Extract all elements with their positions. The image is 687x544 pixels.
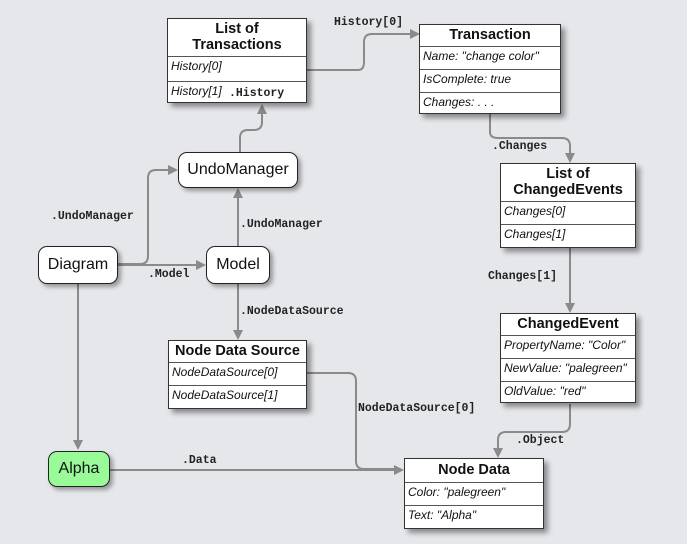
label-changes: .Changes [492,140,548,153]
table-row: Changes: . . . [423,95,495,109]
node-data-table[interactable]: Node Data Color: "palegreen" Text: "Alph… [404,458,544,529]
undo-manager-node[interactable]: UndoManager [178,152,298,188]
arrowhead-transaction [410,29,420,39]
table-row: Text: "Alpha" [408,508,477,522]
table-row: NodeDataSource[0] [169,363,306,386]
arrowhead-node-data-left [394,465,404,475]
arrowhead-changed-event [565,303,575,313]
label-model-undo-manager: .UndoManager [240,218,323,231]
arrowhead-list-transactions [257,104,267,114]
table-row: Color: "palegreen" [405,483,543,506]
table-title: Transaction [420,25,560,47]
model-node[interactable]: Model [206,246,270,284]
label-changes1: Changes[1] [488,270,558,283]
label-history0: History[0] [334,16,404,29]
arrowhead-undo-manager-bottom [233,188,243,198]
table-title: ChangedEvent [501,314,635,336]
link-history [239,112,263,152]
diagram-node[interactable]: Diagram [38,246,118,284]
list-of-transactions-table[interactable]: List of Transactions History[0] History[… [167,18,307,103]
arrowhead-model [196,260,206,270]
table-row: Changes[0] [501,202,635,225]
table-title: List of Transactions [168,19,306,57]
link-diagram-undo [118,169,170,265]
table-row: Name: "change color" [420,47,560,70]
table-title: Node Data Source [169,341,306,363]
link-history0 [306,33,412,71]
label-diagram-undo-manager: .UndoManager [51,210,134,223]
table-row: NodeDataSource[1] [172,388,278,402]
table-title: Node Data [405,459,543,483]
label-object: .Object [516,434,565,447]
arrowhead-node-data-source [233,330,243,340]
link-object [497,404,571,450]
link-node-data-source0 [306,372,396,470]
alpha-node[interactable]: Alpha [48,451,110,487]
node-data-source-table[interactable]: Node Data Source NodeDataSource[0] NodeD… [168,340,307,409]
label-history: .History [229,87,285,100]
transaction-table[interactable]: Transaction Name: "change color" IsCompl… [419,24,561,114]
table-title: List of ChangedEvents [501,164,635,202]
table-row: History[0] [168,57,306,82]
arrowhead-list-changed-events [565,153,575,163]
changed-event-table[interactable]: ChangedEvent PropertyName: "Color" NewVa… [500,313,636,403]
arrowhead-alpha [73,440,83,450]
link-changes [489,112,571,156]
list-of-changed-events-table[interactable]: List of ChangedEvents Changes[0] Changes… [500,163,636,248]
label-node-data-source0: NodeDataSource[0] [358,402,476,415]
label-node-data-source: .NodeDataSource [240,305,344,318]
label-data: .Data [182,454,217,467]
table-row: History[1] [171,84,222,98]
arrowhead-node-data-top [493,448,503,458]
arrowhead-undo-manager-left [168,165,178,175]
table-row: IsComplete: true [420,70,560,93]
table-row: OldValue: "red" [504,384,586,398]
table-row: PropertyName: "Color" [501,336,635,359]
label-model: .Model [148,268,190,281]
table-row: NewValue: "palegreen" [501,359,635,382]
table-row: Changes[1] [504,227,566,241]
